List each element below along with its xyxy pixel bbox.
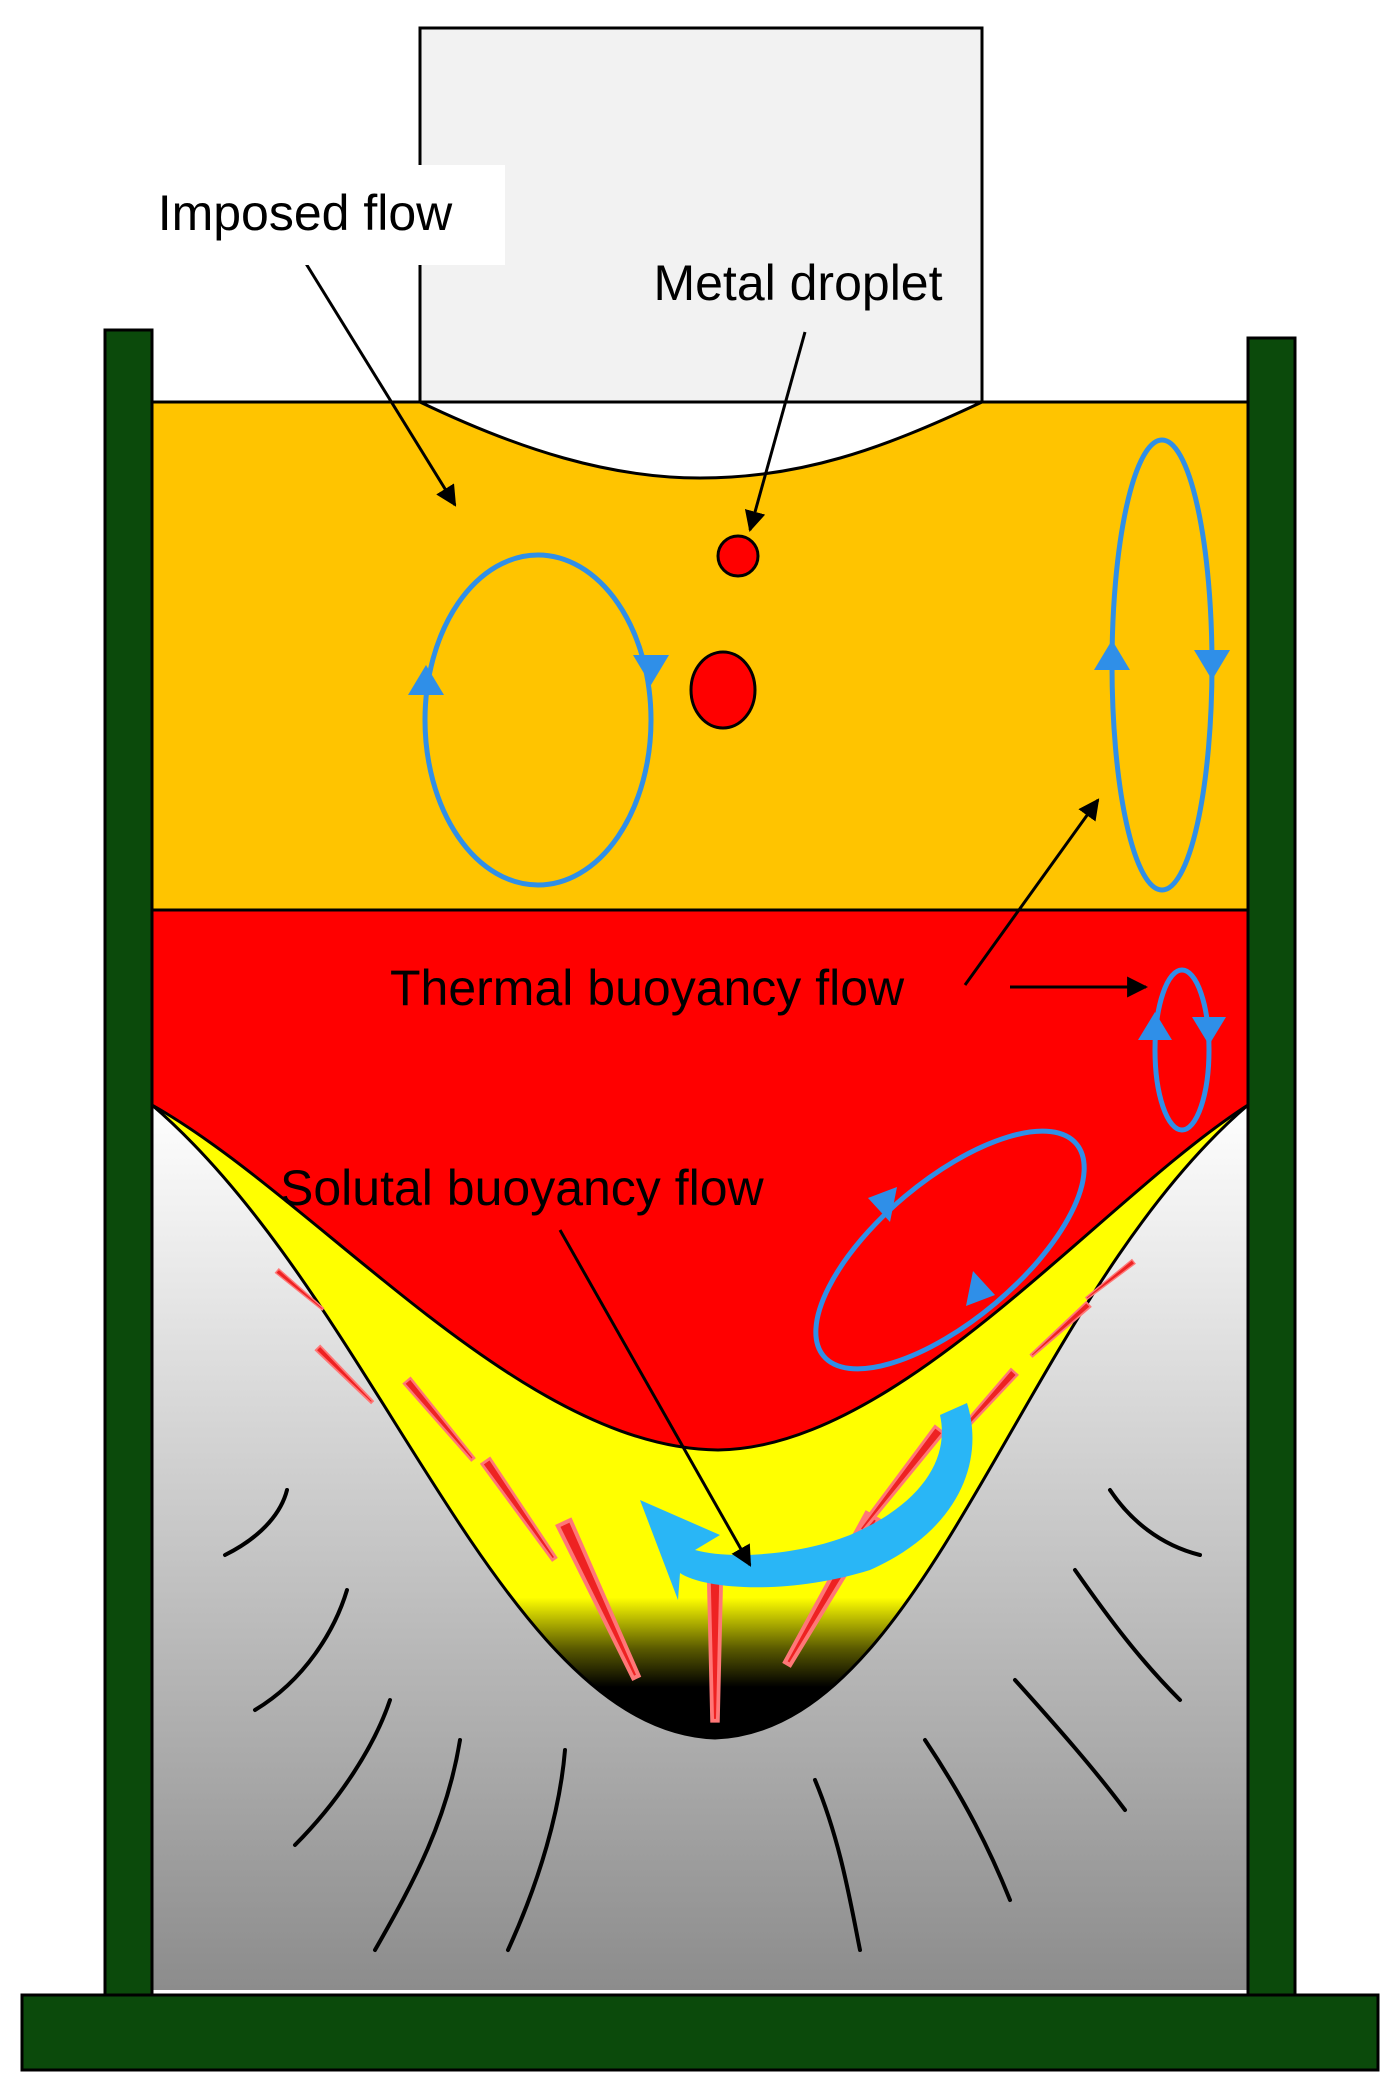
tilted-flow-loop — [813, 1128, 1087, 1372]
label-pointers — [303, 261, 1149, 1567]
small-thermal-flow-loop — [1152, 967, 1212, 1133]
solid-arcs — [223, 1488, 1202, 1952]
solutal-flow-arrow — [640, 1403, 973, 1600]
solutal-flow-pointer — [558, 1229, 752, 1567]
arrowhead-up — [408, 665, 444, 695]
imposed-flow-pointer — [303, 261, 457, 507]
arrowhead-down — [1192, 1017, 1226, 1045]
thermal-buoyancy-flow-label: Thermal buoyancy flow — [390, 960, 905, 1016]
imposed-flow-label-bg — [125, 165, 505, 265]
thermal-flow-pointer-upper — [963, 798, 1100, 986]
mold-wall-right — [1246, 336, 1297, 2002]
liquid-metal-pool — [150, 908, 1250, 1452]
solutal-buoyancy-flow-label: Solutal buoyancy flow — [280, 1160, 765, 1216]
metal-droplet-pointer — [744, 331, 807, 533]
mold-wall-left — [103, 328, 154, 2002]
arrowhead-tilted — [966, 1271, 995, 1306]
metal-droplet-small — [716, 534, 760, 578]
metal-droplet-large — [689, 650, 757, 730]
imposed-flow-label: Imposed flow — [158, 185, 453, 241]
arrowhead-tilted — [868, 1187, 897, 1222]
droplet-icon — [689, 534, 760, 730]
arrowhead-up — [1094, 640, 1130, 670]
flow-loop-icon — [408, 640, 1230, 1306]
imposed-flow-loop — [422, 552, 654, 888]
electrode — [418, 26, 984, 404]
arrowhead-up — [1138, 1012, 1172, 1040]
arrowhead-down — [1194, 650, 1230, 680]
slag-layer — [150, 400, 1250, 912]
baseplate — [20, 1993, 1380, 2072]
arrowhead-down — [633, 655, 669, 685]
metal-droplet-label: Metal droplet — [653, 255, 942, 311]
